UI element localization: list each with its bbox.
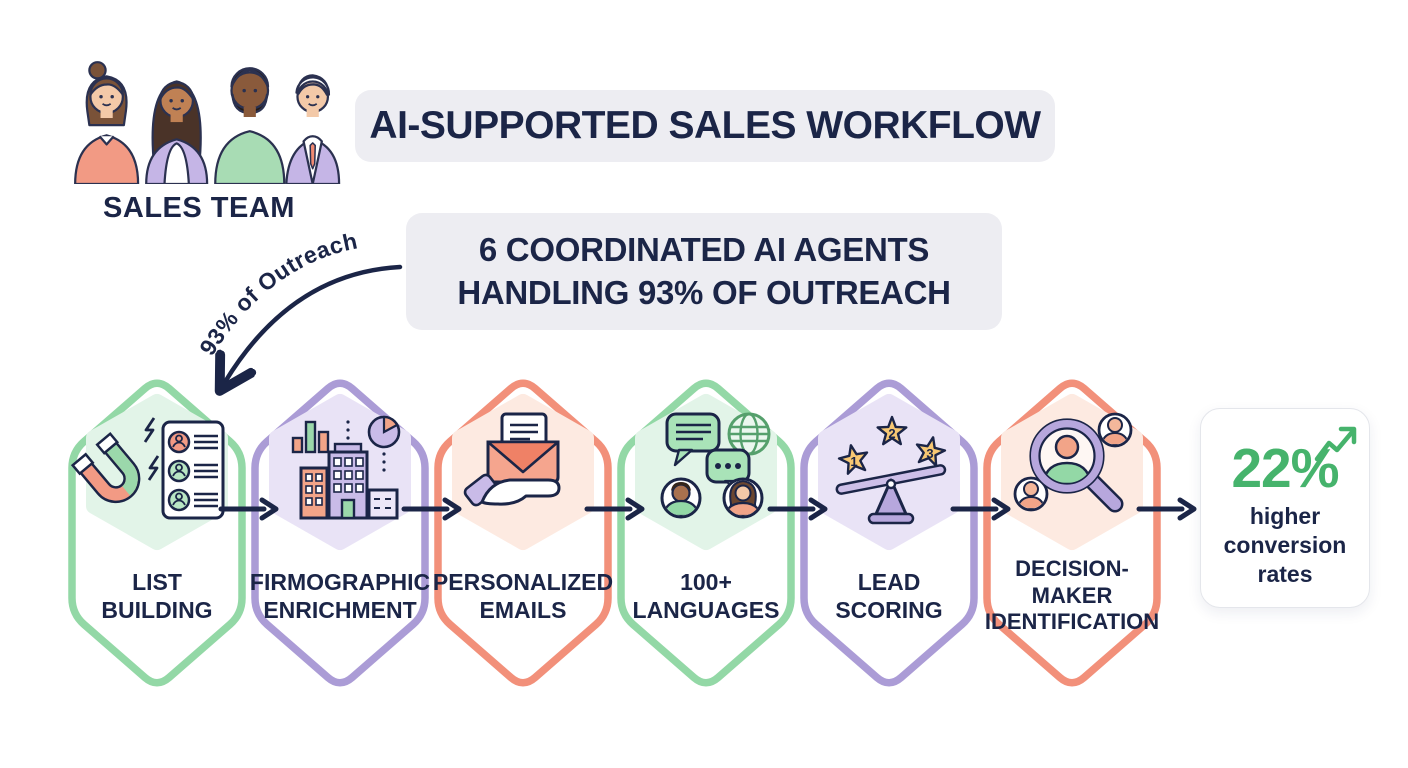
- workflow-step-firmographic-enrichment: FIRMOGRAPHIC ENRICHMENT: [249, 372, 431, 694]
- page-title: AI-SUPPORTED SALES WORKFLOW: [369, 104, 1041, 147]
- flow-arrow-2: [401, 497, 462, 521]
- flow-arrow-3: [584, 497, 645, 521]
- result-description: higher conversion rates: [1223, 503, 1347, 587]
- star-scale-icon: 1 2 3: [835, 415, 947, 525]
- curve-annotation: 93% of Outreach: [194, 227, 359, 359]
- step-label-lead-scoring: LEAD SCORING: [835, 568, 943, 623]
- flow-arrow-1: [218, 497, 279, 521]
- subtitle-line-1: 6 COORDINATED AI AGENTS: [478, 231, 930, 268]
- sales-team-label: SALES TEAM: [103, 192, 295, 224]
- company-data-icon: [291, 415, 401, 520]
- svg-text:1: 1: [850, 454, 857, 469]
- curve-annotation-text: 93% of Outreach: [194, 227, 360, 359]
- speech-globe-icon: [660, 412, 771, 519]
- step-label-personalized-emails: PERSONALIZED EMAILS: [432, 568, 614, 623]
- subtitle-banner: 6 COORDINATED AI AGENTS HANDLING 93% OF …: [406, 213, 1002, 330]
- step-label-100-languages: 100+ LANGUAGES: [632, 568, 780, 623]
- hand-envelope-icon: [463, 412, 561, 507]
- svg-text:3: 3: [926, 446, 933, 461]
- workflow-step-personalized-emails: PERSONALIZED EMAILS: [432, 372, 614, 694]
- subtitle-line-2: HANDLING 93% OF OUTREACH: [457, 274, 951, 311]
- magnifier-people-icon: [1013, 412, 1133, 513]
- flow-arrow-result: [1136, 497, 1197, 521]
- step-label-decision-maker-identification: DECISION-MAKER IDENTIFICATION: [984, 555, 1160, 635]
- flow-arrow-5: [950, 497, 1011, 521]
- flow-arrow-4: [767, 497, 828, 521]
- workflow-step-100-languages: 100+ LANGUAGES: [615, 372, 797, 694]
- workflow-step-lead-scoring: 1 2 3 LEAD SCORING: [798, 372, 980, 694]
- sales-team: SALES TEAM: [56, 50, 342, 225]
- step-label-list-building: LIST BUILDING: [101, 568, 213, 623]
- step-label-firmographic-enrichment: FIRMOGRAPHIC ENRICHMENT: [249, 568, 431, 623]
- outreach-curve-arrow: 93% of Outreach: [194, 227, 403, 405]
- svg-text:2: 2: [888, 426, 895, 441]
- result-card: 22% higher conversion rates: [1200, 408, 1370, 608]
- workflow-step-decision-maker-identification: DECISION-MAKER IDENTIFICATION: [981, 372, 1163, 694]
- title-banner: AI-SUPPORTED SALES WORKFLOW: [355, 90, 1055, 162]
- trend-up-icon: [1314, 426, 1357, 462]
- sales-team-illustration: [74, 61, 341, 184]
- magnet-lead-list-icon: [70, 417, 225, 520]
- workflow-step-list-building: LIST BUILDING: [66, 372, 248, 694]
